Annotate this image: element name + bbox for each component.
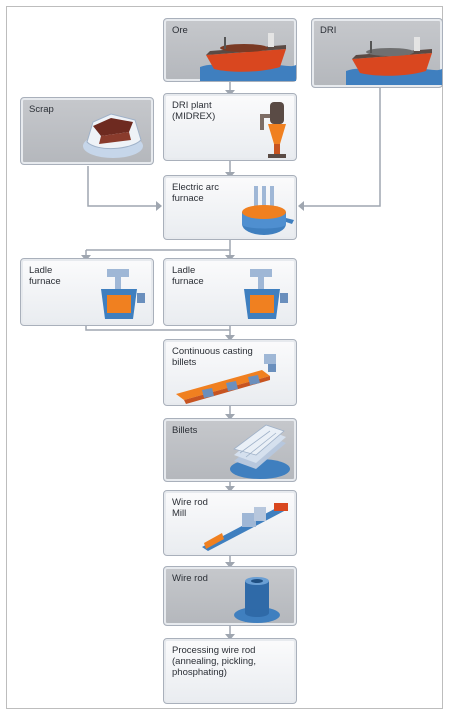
node-casting-label: Continuous casting billets <box>172 346 253 368</box>
node-scrap: Scrap <box>20 97 154 165</box>
billet-stack-icon <box>230 424 290 479</box>
arrowhead-wirerod <box>225 562 235 568</box>
caster-icon <box>176 354 276 404</box>
node-dri: DRI <box>311 18 443 88</box>
node-billets: Billets <box>163 418 297 482</box>
node-scrap-label: Scrap <box>29 104 54 115</box>
node-billets-label: Billets <box>172 425 198 436</box>
arrowhead-processing <box>225 634 235 640</box>
ore-ship-icon <box>200 33 296 81</box>
node-eaf-label: Electric arc furnace <box>172 182 219 204</box>
node-processing: Processing wire rod (annealing, pickling… <box>163 638 297 704</box>
dri-ship-icon <box>346 37 442 85</box>
arrowhead-eaf-right <box>298 201 304 211</box>
node-ladle-2: Ladle furnace <box>163 258 297 326</box>
node-wire-rod: Wire rod <box>163 566 297 626</box>
midrex-tower-icon <box>260 102 286 158</box>
wire-coil-icon <box>234 577 280 623</box>
ladle-furnace-icon <box>244 269 288 319</box>
scrap-pile-icon <box>83 113 143 158</box>
node-eaf: Electric arc furnace <box>163 175 297 240</box>
node-wire-mill-label: Wire rod Mill <box>172 497 208 519</box>
node-ore-label: Ore <box>172 25 188 36</box>
node-processing-label: Processing wire rod (annealing, pickling… <box>172 645 256 678</box>
node-wire-rod-label: Wire rod <box>172 573 208 584</box>
ladle-furnace-icon <box>101 269 145 319</box>
arc-furnace-icon <box>242 186 294 235</box>
node-ore: Ore <box>163 18 297 82</box>
node-ladle-1-label: Ladle furnace <box>29 265 61 287</box>
rolling-mill-icon <box>202 503 288 551</box>
connector-ladle1-casting <box>85 326 230 331</box>
arrowhead-casting <box>225 335 235 341</box>
node-wire-mill: Wire rod Mill <box>163 490 297 556</box>
arrowhead-mill <box>225 486 235 492</box>
connector-scrap-eaf <box>87 166 160 207</box>
node-ladle-1: Ladle furnace <box>20 258 154 326</box>
arrowhead-eaf-left <box>156 201 162 211</box>
arrowhead-billets <box>225 414 235 420</box>
node-dri-plant: DRI plant (MIDREX) <box>163 93 297 161</box>
node-ladle-2-label: Ladle furnace <box>172 265 204 287</box>
node-casting: Continuous casting billets <box>163 339 297 406</box>
node-dri-plant-label: DRI plant (MIDREX) <box>172 100 216 122</box>
node-dri-label: DRI <box>320 25 337 36</box>
connector-dri-eaf <box>300 88 381 207</box>
